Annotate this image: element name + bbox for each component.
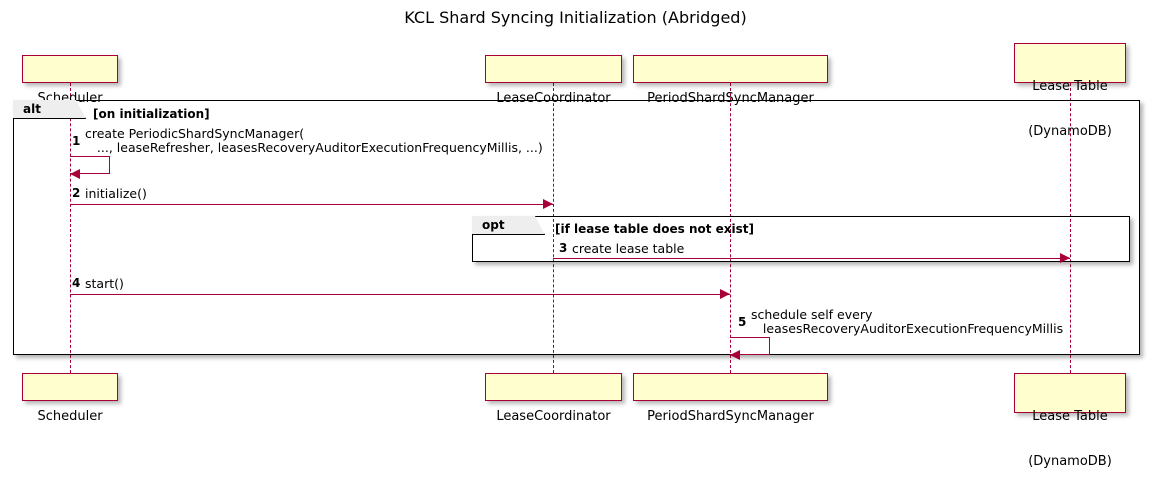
message-2-label: initialize() — [85, 186, 147, 201]
message-3-number: 3 — [559, 241, 568, 255]
participant-label: LeaseCoordinator — [496, 91, 611, 106]
fragment-opt-condition: [if lease table does not exist] — [555, 222, 755, 236]
participant-leasecoordinator-top[interactable]: LeaseCoordinator — [485, 55, 622, 106]
participant-periodshardsyncmanager-top[interactable]: PeriodShardSyncManager — [633, 55, 828, 106]
message-5-label-line1: schedule self every — [751, 307, 873, 322]
message-3-label: create lease table — [572, 241, 685, 256]
message-4-arrowhead — [720, 289, 730, 299]
participant-label-line1: Lease Table — [1032, 79, 1108, 94]
fragment-alt-label: alt — [13, 100, 86, 119]
page-title: KCL Shard Syncing Initialization (Abridg… — [404, 8, 747, 27]
message-1-self-loop — [70, 156, 110, 174]
lifeline-scheduler — [70, 83, 71, 373]
message-5-arrowhead — [730, 350, 740, 360]
message-3-line — [553, 258, 1070, 259]
participant-scheduler-bottom[interactable]: Scheduler — [22, 373, 118, 424]
message-5-number: 5 — [738, 315, 747, 329]
participant-label: PeriodShardSyncManager — [647, 409, 814, 424]
message-2-arrowhead — [543, 199, 553, 209]
message-1-label-line1: create PeriodicShardSyncManager( — [85, 126, 305, 141]
participant-scheduler-top[interactable]: Scheduler — [22, 55, 118, 106]
message-1-arrowhead — [70, 169, 80, 179]
participant-label-line2: (DynamoDB) — [1028, 454, 1112, 469]
participant-leasetable-top[interactable]: Lease Table (DynamoDB) — [1014, 43, 1126, 139]
message-4-line — [70, 294, 730, 295]
participant-periodshardsyncmanager-bottom[interactable]: PeriodShardSyncManager — [633, 373, 828, 424]
lifeline-periodshardsyncmanager — [730, 83, 731, 373]
participant-label: PeriodShardSyncManager — [647, 91, 814, 106]
participant-label: Scheduler — [37, 409, 103, 424]
participant-label-line2: (DynamoDB) — [1028, 124, 1112, 139]
participant-label: LeaseCoordinator — [496, 409, 611, 424]
message-5-self-loop — [730, 337, 770, 355]
message-2-number: 2 — [72, 186, 81, 200]
participant-leasecoordinator-bottom[interactable]: LeaseCoordinator — [485, 373, 622, 424]
lifeline-leasetable — [1070, 83, 1071, 373]
message-1-number: 1 — [72, 134, 81, 148]
fragment-opt-label: opt — [472, 216, 545, 235]
fragment-opt: opt — [472, 216, 1130, 262]
message-4-number: 4 — [72, 276, 81, 290]
message-5-label-line2: leasesRecoveryAuditorExecutionFrequencyM… — [751, 321, 1064, 336]
sequence-diagram-canvas: KCL Shard Syncing Initialization (Abridg… — [13, 8, 1140, 469]
fragment-alt: alt — [13, 100, 1140, 355]
message-3-arrowhead — [1060, 253, 1070, 263]
participant-label-line1: Lease Table — [1032, 409, 1108, 424]
message-2-line — [70, 204, 553, 205]
message-1-label-line2: ..., leaseRefresher, leasesRecoveryAudit… — [85, 140, 543, 155]
participant-leasetable-bottom[interactable]: Lease Table (DynamoDB) — [1014, 373, 1126, 469]
message-4-label: start() — [85, 276, 124, 291]
lifeline-leasecoordinator — [553, 83, 554, 373]
fragment-alt-condition: [on initialization] — [93, 107, 210, 121]
